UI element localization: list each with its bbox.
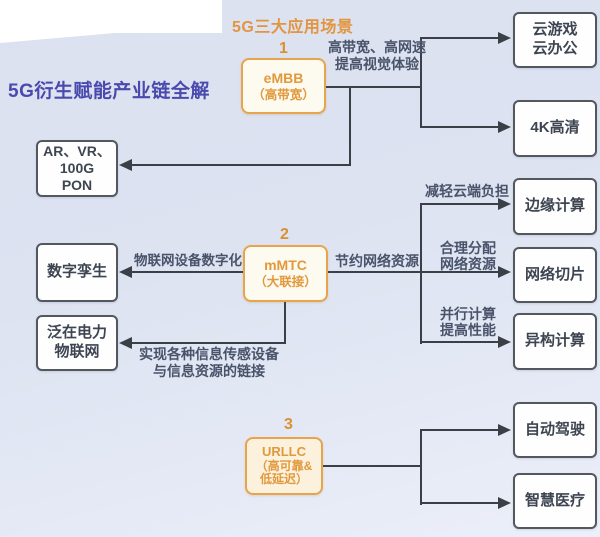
node-line: 4K高清 (530, 119, 580, 137)
node-urllc-subtitle-line2: 低延迟） (259, 472, 308, 487)
node-auto-driving: 自动驾驶 (513, 402, 597, 458)
arrowhead-digital-twin (119, 266, 132, 278)
arrowhead-hetero (498, 336, 511, 348)
connector-embb-drop (349, 86, 351, 166)
node-embb-subtitle: （高带宽） (252, 87, 315, 102)
label-line: 实现各种信息传感设备 (139, 346, 279, 362)
node-line: 云游戏 (532, 21, 578, 39)
arrowhead-4k (498, 121, 511, 133)
node-urllc-title: URLLC (261, 443, 307, 459)
node-ar-vr-pon: AR、VR、 100G PON (36, 140, 118, 197)
connector-to-slicing (420, 271, 500, 273)
connector-urllc-trunk (420, 429, 422, 505)
node-mmtc: mMTC （大联接） (243, 245, 328, 302)
arrowhead-driving (498, 424, 511, 436)
node-line: 数字孪生 (46, 263, 107, 281)
scenario-number-2: 2 (280, 226, 289, 243)
node-line: 异构计算 (524, 332, 585, 350)
label-slicing-benefit: 合理分配 网络资源 (436, 240, 500, 272)
connector-to-cloud (420, 37, 500, 39)
label-hetero-benefit: 并行计算 提高性能 (436, 306, 500, 338)
arrowhead-slicing (498, 266, 511, 278)
node-line: AR、VR、 (43, 143, 111, 160)
node-line: 泛在电力 (46, 324, 107, 342)
connector-to-arvr (132, 164, 351, 166)
arrowhead-arvr (119, 159, 132, 171)
node-line: PON (61, 176, 93, 193)
connector-mmtc-drop (284, 302, 286, 344)
node-cloud-game-office: 云游戏 云办公 (513, 12, 597, 68)
connector-to-driving (420, 429, 500, 431)
node-4k-uhd: 4K高清 (513, 100, 597, 157)
label-line: 网络资源 (440, 256, 496, 272)
label-line: 与信息资源的链接 (153, 363, 265, 379)
connector-to-medical (420, 502, 500, 504)
node-urllc-subtitle-line1: （高可靠& (255, 458, 313, 473)
label-line: 并行计算 (440, 306, 496, 322)
page-title: 5G衍生赋能产业链全解 (8, 81, 210, 102)
node-digital-twin: 数字孪生 (36, 243, 118, 302)
label-mmtc-bottom: 实现各种信息传感设备 与信息资源的链接 (134, 346, 284, 380)
node-smart-medical: 智慧医疗 (513, 473, 597, 529)
banner-title: 5G三大应用场景 (232, 19, 354, 36)
node-line: 边缘计算 (524, 197, 585, 215)
scenario-number-3: 3 (284, 416, 293, 433)
arrowhead-medical (498, 497, 511, 509)
background-white-strip (0, 0, 222, 43)
arrowhead-edge (498, 198, 511, 210)
label-mmtc-left: 物联网设备数字化 (134, 253, 242, 268)
node-line: 网络切片 (524, 265, 585, 283)
label-line: 提高性能 (440, 322, 496, 338)
scenario-number-1: 1 (279, 40, 288, 57)
label-line: 高带宽、高网速 (328, 39, 426, 55)
node-mmtc-subtitle: （大联接） (254, 275, 317, 290)
node-line: 100G (59, 160, 95, 177)
arrowhead-power-iot (119, 337, 132, 349)
label-line: 提高视觉体验 (335, 56, 419, 72)
connector-to-edge (420, 203, 500, 205)
connector-to-4k (420, 126, 500, 128)
node-mmtc-title: mMTC (264, 257, 307, 274)
label-line: 合理分配 (440, 240, 496, 256)
node-embb: eMBB （高带宽） (241, 58, 326, 114)
connector-mmtc-trunk (420, 203, 422, 344)
connector-urllc-out (323, 465, 422, 467)
node-edge-computing: 边缘计算 (513, 178, 597, 235)
connector-mmtc-out (327, 271, 422, 273)
node-network-slicing: 网络切片 (513, 247, 597, 303)
node-line: 智慧医疗 (524, 491, 585, 509)
connector-to-power-iot (132, 342, 286, 344)
connector-to-digital-twin (132, 271, 243, 273)
label-embb-benefit: 高带宽、高网速 提高视觉体验 (322, 39, 432, 73)
node-hetero-computing: 异构计算 (513, 313, 597, 370)
node-embb-title: eMBB (263, 69, 304, 86)
connector-embb-out (326, 86, 422, 88)
node-line: 自动驾驶 (524, 420, 585, 438)
arrowhead-cloud (498, 32, 511, 44)
label-edge-benefit: 减轻云端负担 (425, 183, 509, 199)
node-line: 云办公 (532, 40, 578, 57)
connector-embb-trunk (420, 37, 422, 128)
label-mmtc-right: 节约网络资源 (335, 253, 419, 269)
connector-to-hetero (420, 341, 500, 343)
node-power-iot: 泛在电力 物联网 (36, 315, 118, 371)
node-line: 物联网 (54, 343, 100, 360)
node-urllc: URLLC （高可靠& 低延迟） (245, 437, 323, 495)
